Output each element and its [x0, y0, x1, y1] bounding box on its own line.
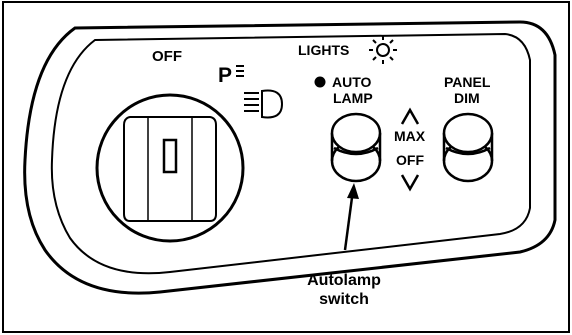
callout-arrow	[343, 183, 359, 251]
knob-pointer-icon	[162, 138, 178, 174]
headlamp-icon	[244, 89, 284, 119]
off-dim-label: OFF	[396, 152, 424, 168]
arrow-up-icon	[400, 107, 420, 125]
auto-label: AUTO	[332, 74, 372, 90]
switch-bezel-outer	[23, 20, 557, 295]
svg-text:P: P	[218, 64, 232, 87]
autolamp-thumbwheel	[330, 112, 382, 183]
max-label: MAX	[394, 128, 426, 144]
lights-label: LIGHTS	[298, 42, 349, 58]
switch-bezel-inner	[50, 32, 531, 275]
callout-line1: Autolamp	[307, 272, 381, 289]
headlamp-rotary-knob	[95, 93, 245, 243]
indicator-dot-icon	[314, 76, 326, 88]
dim-label: DIM	[454, 90, 480, 106]
panel-dim-thumbwheel	[442, 112, 494, 183]
panel-label: PANEL	[444, 74, 491, 90]
parking-lamp-icon: P	[218, 64, 244, 87]
callout-line2: switch	[319, 291, 369, 308]
arrow-down-icon	[400, 174, 420, 192]
off-position-label: OFF	[152, 48, 182, 65]
lamp-label: LAMP	[333, 90, 373, 106]
sun-icon	[369, 36, 397, 64]
